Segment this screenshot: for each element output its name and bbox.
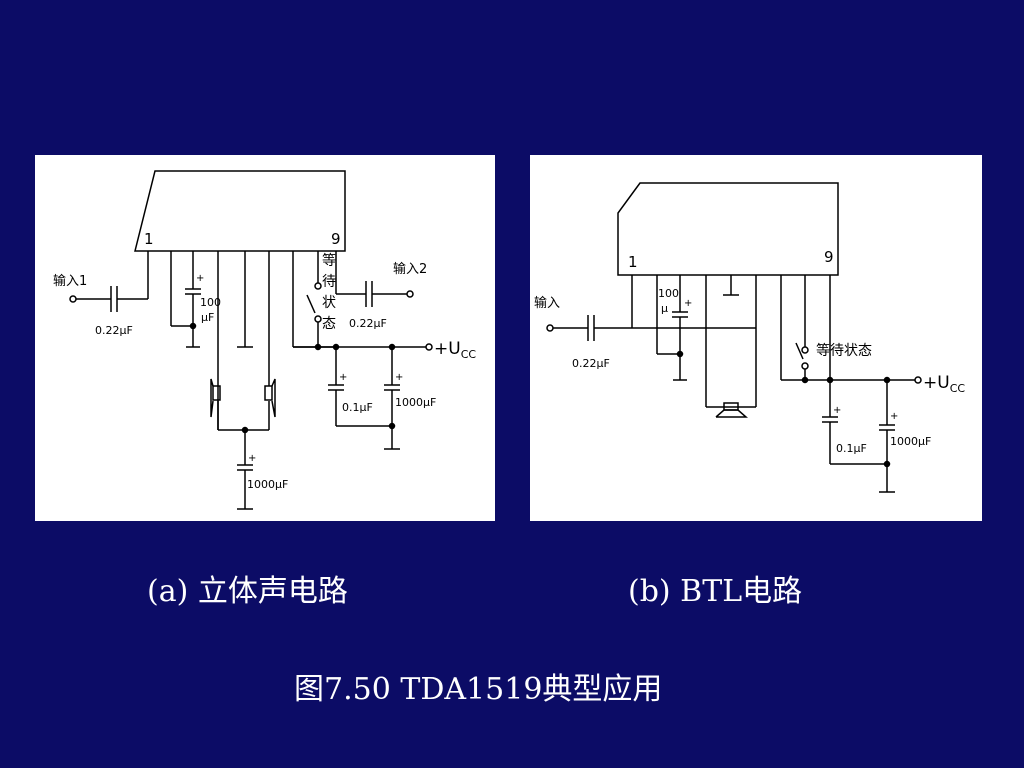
cap-0-1-value: 0.1μF <box>836 442 867 455</box>
stereo-circuit-diagram: 1 9 输入1 0.22μF + 100 μF <box>35 155 495 521</box>
cap-100-value: 100 <box>200 296 221 309</box>
left-speaker-icon <box>212 385 221 401</box>
cap-1000-value: 1000μF <box>395 396 436 409</box>
input-cap-value: 0.22μF <box>572 357 610 370</box>
cap-100-unit: μ <box>661 302 668 315</box>
stereo-circuit-svg: 1 9 输入1 0.22μF + 100 μF <box>53 170 476 510</box>
right-speaker-icon <box>264 385 273 401</box>
svg-text:+: + <box>339 372 347 383</box>
supply-terminal <box>914 376 922 384</box>
standby-switch-top-contact <box>801 346 809 354</box>
supply-terminal <box>425 343 433 351</box>
standby-label: 等待状态 <box>816 342 872 359</box>
caption-btl: (b) BTL电路 <box>628 574 803 609</box>
caption-stereo: (a) 立体声电路 <box>147 574 348 609</box>
ic-pin-1-label: 1 <box>144 230 154 248</box>
input-label: 输入 <box>534 295 560 311</box>
figure-title: 图7.50 TDA1519典型应用 <box>294 672 663 707</box>
standby-switch-icon <box>306 294 316 314</box>
standby-switch-top-contact <box>314 282 322 290</box>
input2-label: 输入2 <box>393 261 427 277</box>
standby-char-1: 等 <box>322 252 336 269</box>
standby-char-4: 态 <box>322 316 336 332</box>
input1-terminal <box>69 295 77 303</box>
speaker-cap-value: 1000μF <box>247 478 288 491</box>
cap-100-value: 100 <box>658 287 679 300</box>
standby-char-2: 待 <box>322 274 336 290</box>
ic-pin-9-label: 9 <box>824 248 834 266</box>
svg-text:+: + <box>196 273 204 284</box>
cap-0-1-value: 0.1μF <box>342 401 373 414</box>
svg-text:+: + <box>248 453 256 464</box>
svg-text:+: + <box>890 411 898 422</box>
ic-pin-1-label: 1 <box>628 253 638 271</box>
input1-label: 输入1 <box>53 273 87 289</box>
input2-cap-value: 0.22μF <box>349 317 387 330</box>
btl-circuit-diagram: 1 9 输入 0.22μF + 100 μ <box>530 155 982 521</box>
supply-label: +UCC <box>923 373 965 395</box>
ic-body <box>134 170 346 252</box>
svg-text:+: + <box>395 372 403 383</box>
input-terminal <box>546 324 554 332</box>
cap-1000-value: 1000μF <box>890 435 931 448</box>
svg-text:+: + <box>684 298 692 309</box>
btl-circuit-svg: 1 9 输入 0.22μF + 100 μ <box>534 182 965 493</box>
standby-switch-icon <box>795 342 804 360</box>
supply-label: +UCC <box>434 339 476 361</box>
cap-100-unit: μF <box>201 311 214 324</box>
ic-body <box>617 182 839 276</box>
input1-cap-value: 0.22μF <box>95 324 133 337</box>
svg-text:+: + <box>833 405 841 416</box>
input2-terminal <box>406 290 414 298</box>
ic-pin-9-label: 9 <box>331 230 341 248</box>
standby-char-3: 状 <box>322 295 336 311</box>
